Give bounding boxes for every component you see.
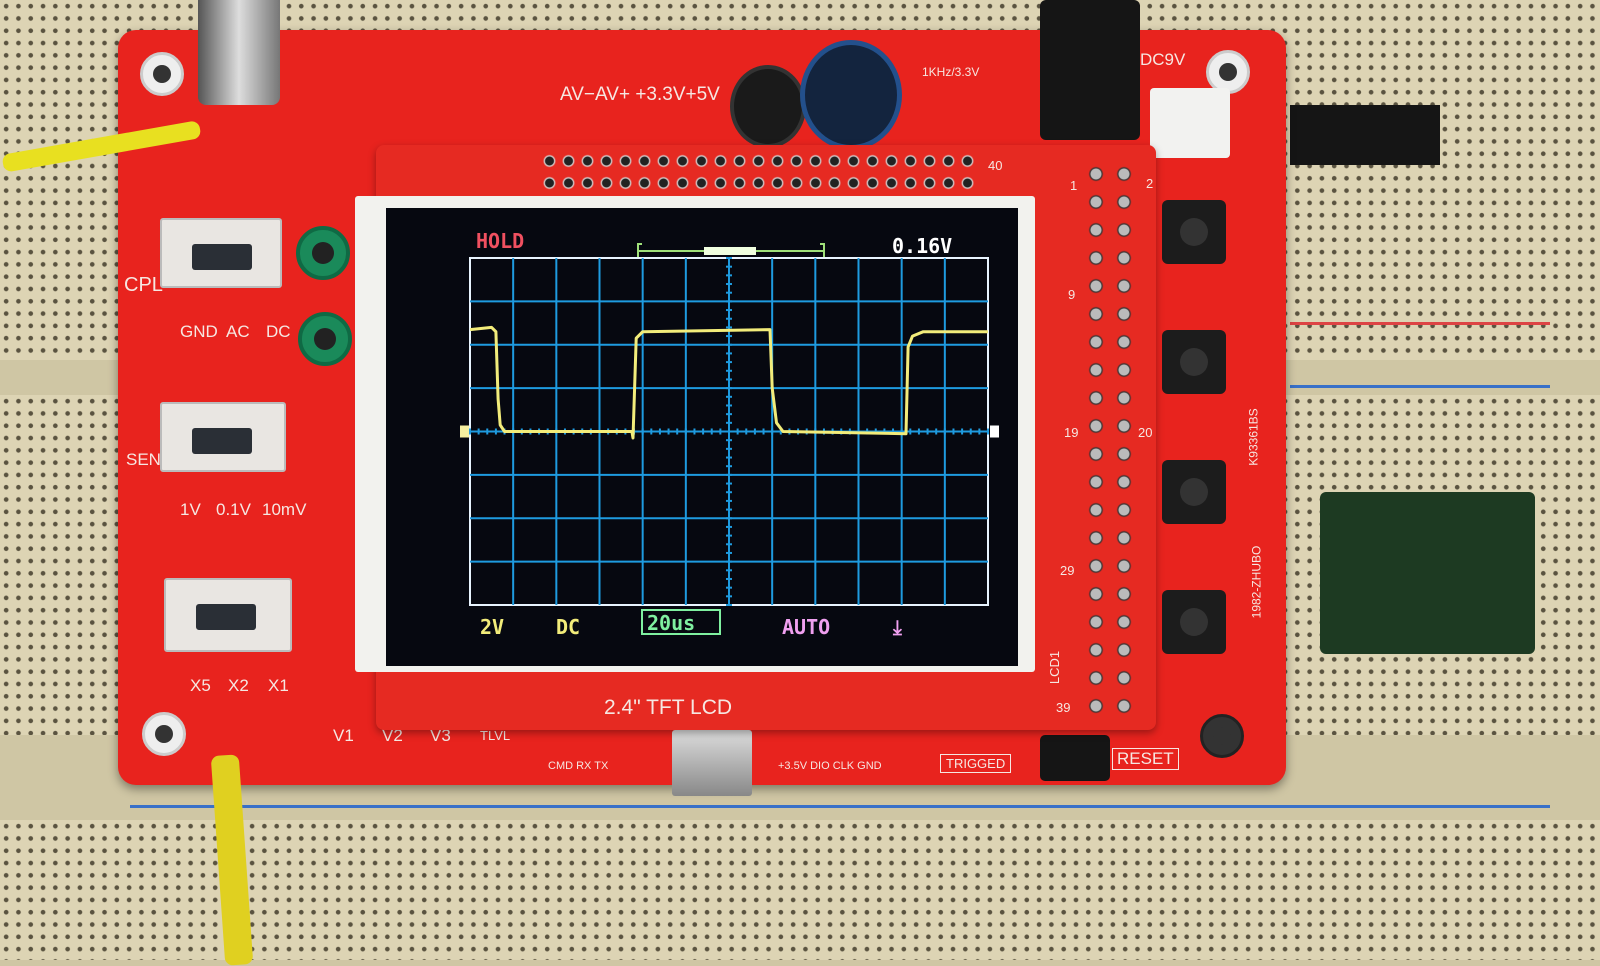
- power-pins-label: AV−AV+ +3.3V+5V: [560, 84, 720, 105]
- testpoint-v1: V1: [333, 726, 354, 745]
- multiplier-switch[interactable]: [164, 578, 292, 652]
- mounting-hole: [140, 52, 184, 96]
- power-rail-blue: [1290, 385, 1550, 388]
- cpl-option-ac: AC: [226, 322, 250, 341]
- button-sw6[interactable]: [1162, 460, 1226, 524]
- reset-label: RESET: [1112, 748, 1179, 770]
- header-num-40: 40: [988, 158, 1003, 173]
- test-signal-label: 1KHz/3.3V: [922, 65, 980, 79]
- sensitivity-switch[interactable]: [160, 402, 286, 472]
- lcd-side-header: [1082, 160, 1144, 720]
- reset-button[interactable]: [1040, 735, 1110, 781]
- header-num-39: 39: [1056, 700, 1071, 715]
- testpoint-v3: V3: [430, 726, 451, 745]
- waveform-trace: [469, 325, 988, 440]
- breadboard-bottom: [0, 820, 1600, 960]
- buffer-window-marker: [704, 247, 756, 255]
- sen-option-10mv: 10mV: [262, 500, 307, 519]
- cpl-label: CPL: [124, 274, 163, 296]
- header-num-19: 19: [1064, 425, 1079, 440]
- sen-label: SEN: [126, 450, 161, 469]
- testpoint-v2: V2: [382, 726, 403, 745]
- mult-option-x1: X1: [268, 676, 289, 695]
- bnc-connector[interactable]: [198, 0, 280, 105]
- ground-level-marker: [460, 425, 469, 438]
- coupling-switch[interactable]: [160, 218, 282, 288]
- ic-chip: [1290, 105, 1440, 165]
- switch-knob[interactable]: [196, 604, 256, 630]
- amplifier-module: [1320, 492, 1535, 654]
- board-code-label: K93361BS: [1246, 408, 1261, 466]
- switch-knob[interactable]: [192, 244, 252, 270]
- scope-graticule: [460, 257, 999, 606]
- mult-option-x2: X2: [228, 676, 249, 695]
- header-num-2: 2: [1146, 176, 1154, 191]
- trigger-slope-icon[interactable]: ⤓: [893, 615, 902, 639]
- power-rail-blue-bottom: [130, 805, 1550, 808]
- volts-per-div[interactable]: 2V: [480, 615, 505, 639]
- button-sw5[interactable]: [1162, 330, 1226, 394]
- cpl-option-dc: DC: [266, 322, 291, 341]
- trigger-mode[interactable]: AUTO: [782, 615, 831, 639]
- lcd-screen: [386, 208, 1018, 666]
- sen-option-1v: 1V: [180, 500, 201, 519]
- j5-pins-label: CMD RX TX: [548, 760, 609, 772]
- capacitor-small: [730, 65, 806, 148]
- lcd-ref-label: LCD1: [1047, 650, 1063, 685]
- lcd-pin-header: [540, 150, 980, 200]
- trigged-led-label: TRIGGED: [940, 754, 1012, 773]
- dc-in-label: DC9V: [1140, 50, 1186, 69]
- header-num-9: 9: [1068, 287, 1076, 302]
- mounting-hole: [1200, 714, 1244, 758]
- j6-pins-label: +3.5V DIO CLK GND: [778, 760, 882, 772]
- sen-option-0-1v: 0.1V: [216, 500, 251, 519]
- capacitor-large: [800, 40, 902, 150]
- header-num-29: 29: [1060, 563, 1075, 578]
- button-sw4[interactable]: [1162, 200, 1226, 264]
- header-num-1: 1: [1070, 178, 1078, 193]
- testpoint-tlvl: TLVL: [480, 728, 511, 743]
- mult-option-x5: X5: [190, 676, 211, 695]
- mounting-hole: [142, 712, 186, 756]
- coupling-mode[interactable]: DC: [556, 615, 581, 639]
- power-rail-red: [1290, 322, 1550, 325]
- header-num-20: 20: [1138, 425, 1153, 440]
- timebase-setting[interactable]: 20us: [641, 609, 721, 635]
- voltage-readout: 0.16V: [892, 234, 953, 258]
- battery-connector[interactable]: [1150, 88, 1230, 158]
- cpl-option-gnd: GND: [180, 322, 218, 341]
- usb-connector[interactable]: [672, 730, 752, 796]
- board-id-label: 1982-ZHUBO: [1249, 545, 1264, 619]
- button-sw7[interactable]: [1162, 590, 1226, 654]
- trimmer-capacitor-c6[interactable]: [296, 226, 350, 280]
- dc-jack[interactable]: [1040, 0, 1140, 140]
- trimmer-capacitor-c4[interactable]: [298, 312, 352, 366]
- switch-knob[interactable]: [192, 428, 252, 454]
- trigger-level-marker: [990, 425, 999, 438]
- hold-status: HOLD: [476, 229, 525, 253]
- lcd-model-label: 2.4" TFT LCD: [604, 696, 733, 719]
